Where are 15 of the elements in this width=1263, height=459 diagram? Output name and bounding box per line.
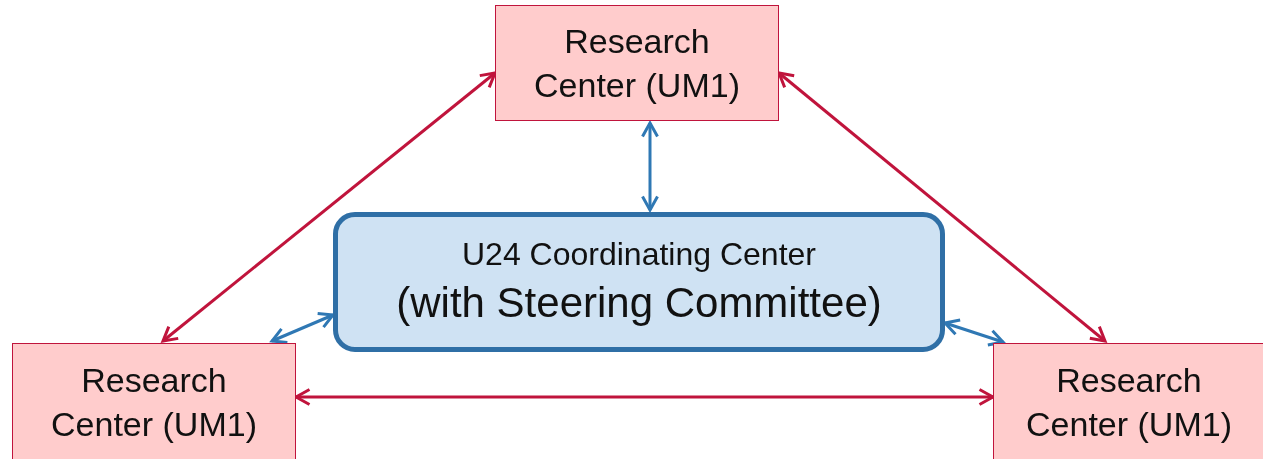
double-arrow (161, 71, 497, 343)
double-arrow (270, 311, 335, 345)
double-arrow (294, 388, 995, 406)
node-title: Research Center (UM1) (533, 20, 741, 106)
research-center-box (993, 343, 1263, 459)
double-arrow (641, 121, 659, 212)
research-center-box (12, 343, 296, 459)
node-title: U24 Coordinating Center (462, 234, 816, 274)
double-arrow (943, 318, 1005, 347)
research-center-box (495, 5, 779, 121)
node-subtitle: (with Steering Committee) (396, 277, 882, 328)
node-title: Research Center (UM1) (1025, 359, 1233, 445)
coordinating-center-box (333, 212, 945, 352)
double-arrow (777, 71, 1107, 343)
node-title: Research Center (UM1) (50, 359, 258, 445)
